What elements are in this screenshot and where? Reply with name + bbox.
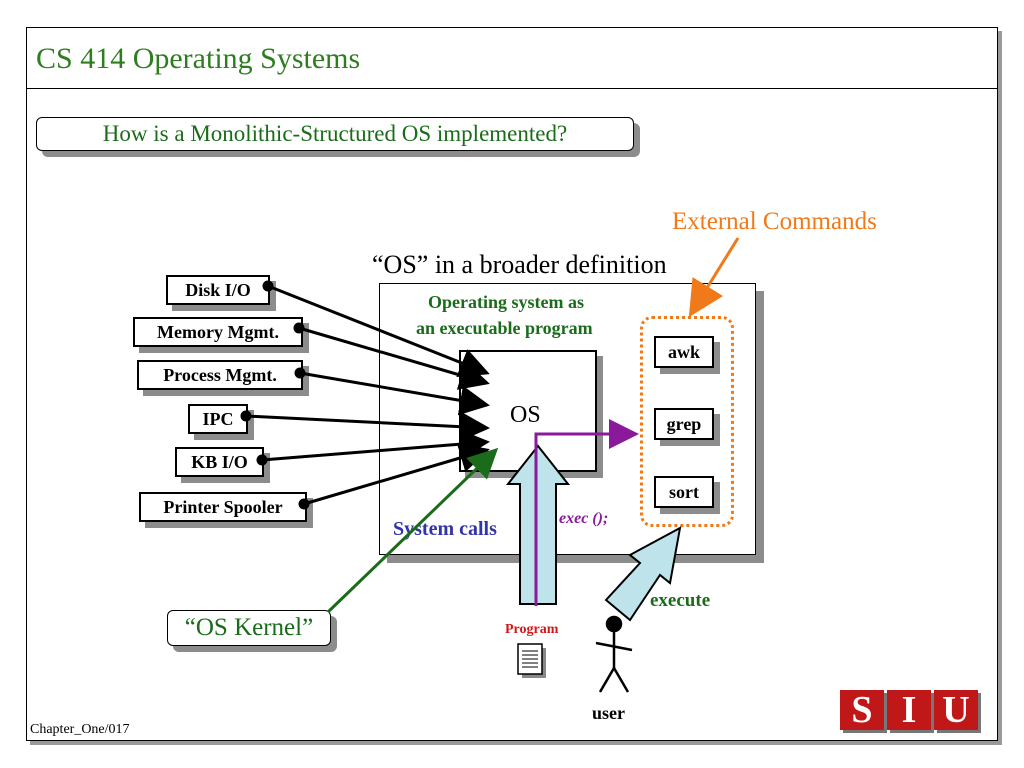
module-ipc: IPC — [188, 404, 248, 434]
module-process-mgmt-label: Process Mgmt. — [163, 365, 277, 385]
execute-label: execute — [650, 590, 711, 611]
module-process-mgmt: Process Mgmt. — [137, 360, 303, 390]
module-printer-spooler: Printer Spooler — [139, 492, 307, 522]
module-kb-io: KB I/O — [175, 447, 264, 477]
os-executable-label-1: Operating system as — [428, 292, 584, 312]
command-sort: sort — [654, 476, 714, 508]
module-disk-io: Disk I/O — [166, 275, 270, 305]
user-icon — [595, 615, 633, 693]
module-kb-io-label: KB I/O — [191, 452, 248, 472]
user-label: user — [592, 703, 625, 723]
module-disk-io-label: Disk I/O — [185, 280, 251, 300]
logo-letter-u: U — [934, 690, 978, 730]
system-call-arrow — [505, 444, 571, 605]
document-icon — [517, 643, 546, 678]
broader-definition-label: “OS” in a broader definition — [372, 250, 667, 279]
external-commands-label: External Commands — [672, 208, 877, 235]
module-ipc-label: IPC — [202, 409, 234, 429]
title-divider — [26, 88, 997, 89]
command-awk-label: awk — [667, 342, 700, 362]
question-text: How is a Monolithic-Structured OS implem… — [102, 121, 568, 146]
os-kernel-callout: “OS Kernel” — [167, 610, 331, 646]
command-awk: awk — [654, 336, 714, 368]
os-kernel-pointer — [326, 447, 499, 614]
exec-label: exec (); — [559, 510, 609, 527]
os-kernel-label: “OS Kernel” — [184, 614, 314, 641]
command-grep-label: grep — [666, 414, 702, 434]
module-memory-mgmt-label: Memory Mgmt. — [157, 322, 279, 342]
program-label: Program — [505, 622, 559, 637]
footer-chapter: Chapter_One/017 — [30, 722, 130, 737]
external-commands-group — [640, 316, 734, 527]
external-commands-pointer — [688, 237, 740, 318]
command-grep: grep — [654, 408, 714, 440]
logo-letter-s: S — [840, 690, 884, 730]
module-arrows — [240, 280, 490, 510]
siu-logo: S I U — [840, 690, 978, 730]
os-executable-label-2: an executable program — [416, 318, 593, 338]
os-label: OS — [510, 402, 541, 428]
module-printer-spooler-label: Printer Spooler — [163, 497, 283, 517]
exec-path — [534, 419, 639, 606]
slide-title: CS 414 Operating Systems — [36, 42, 361, 75]
command-sort-label: sort — [669, 482, 699, 502]
execute-arrow — [604, 526, 682, 622]
logo-letter-i: I — [887, 690, 931, 730]
question-box: How is a Monolithic-Structured OS implem… — [36, 117, 634, 151]
